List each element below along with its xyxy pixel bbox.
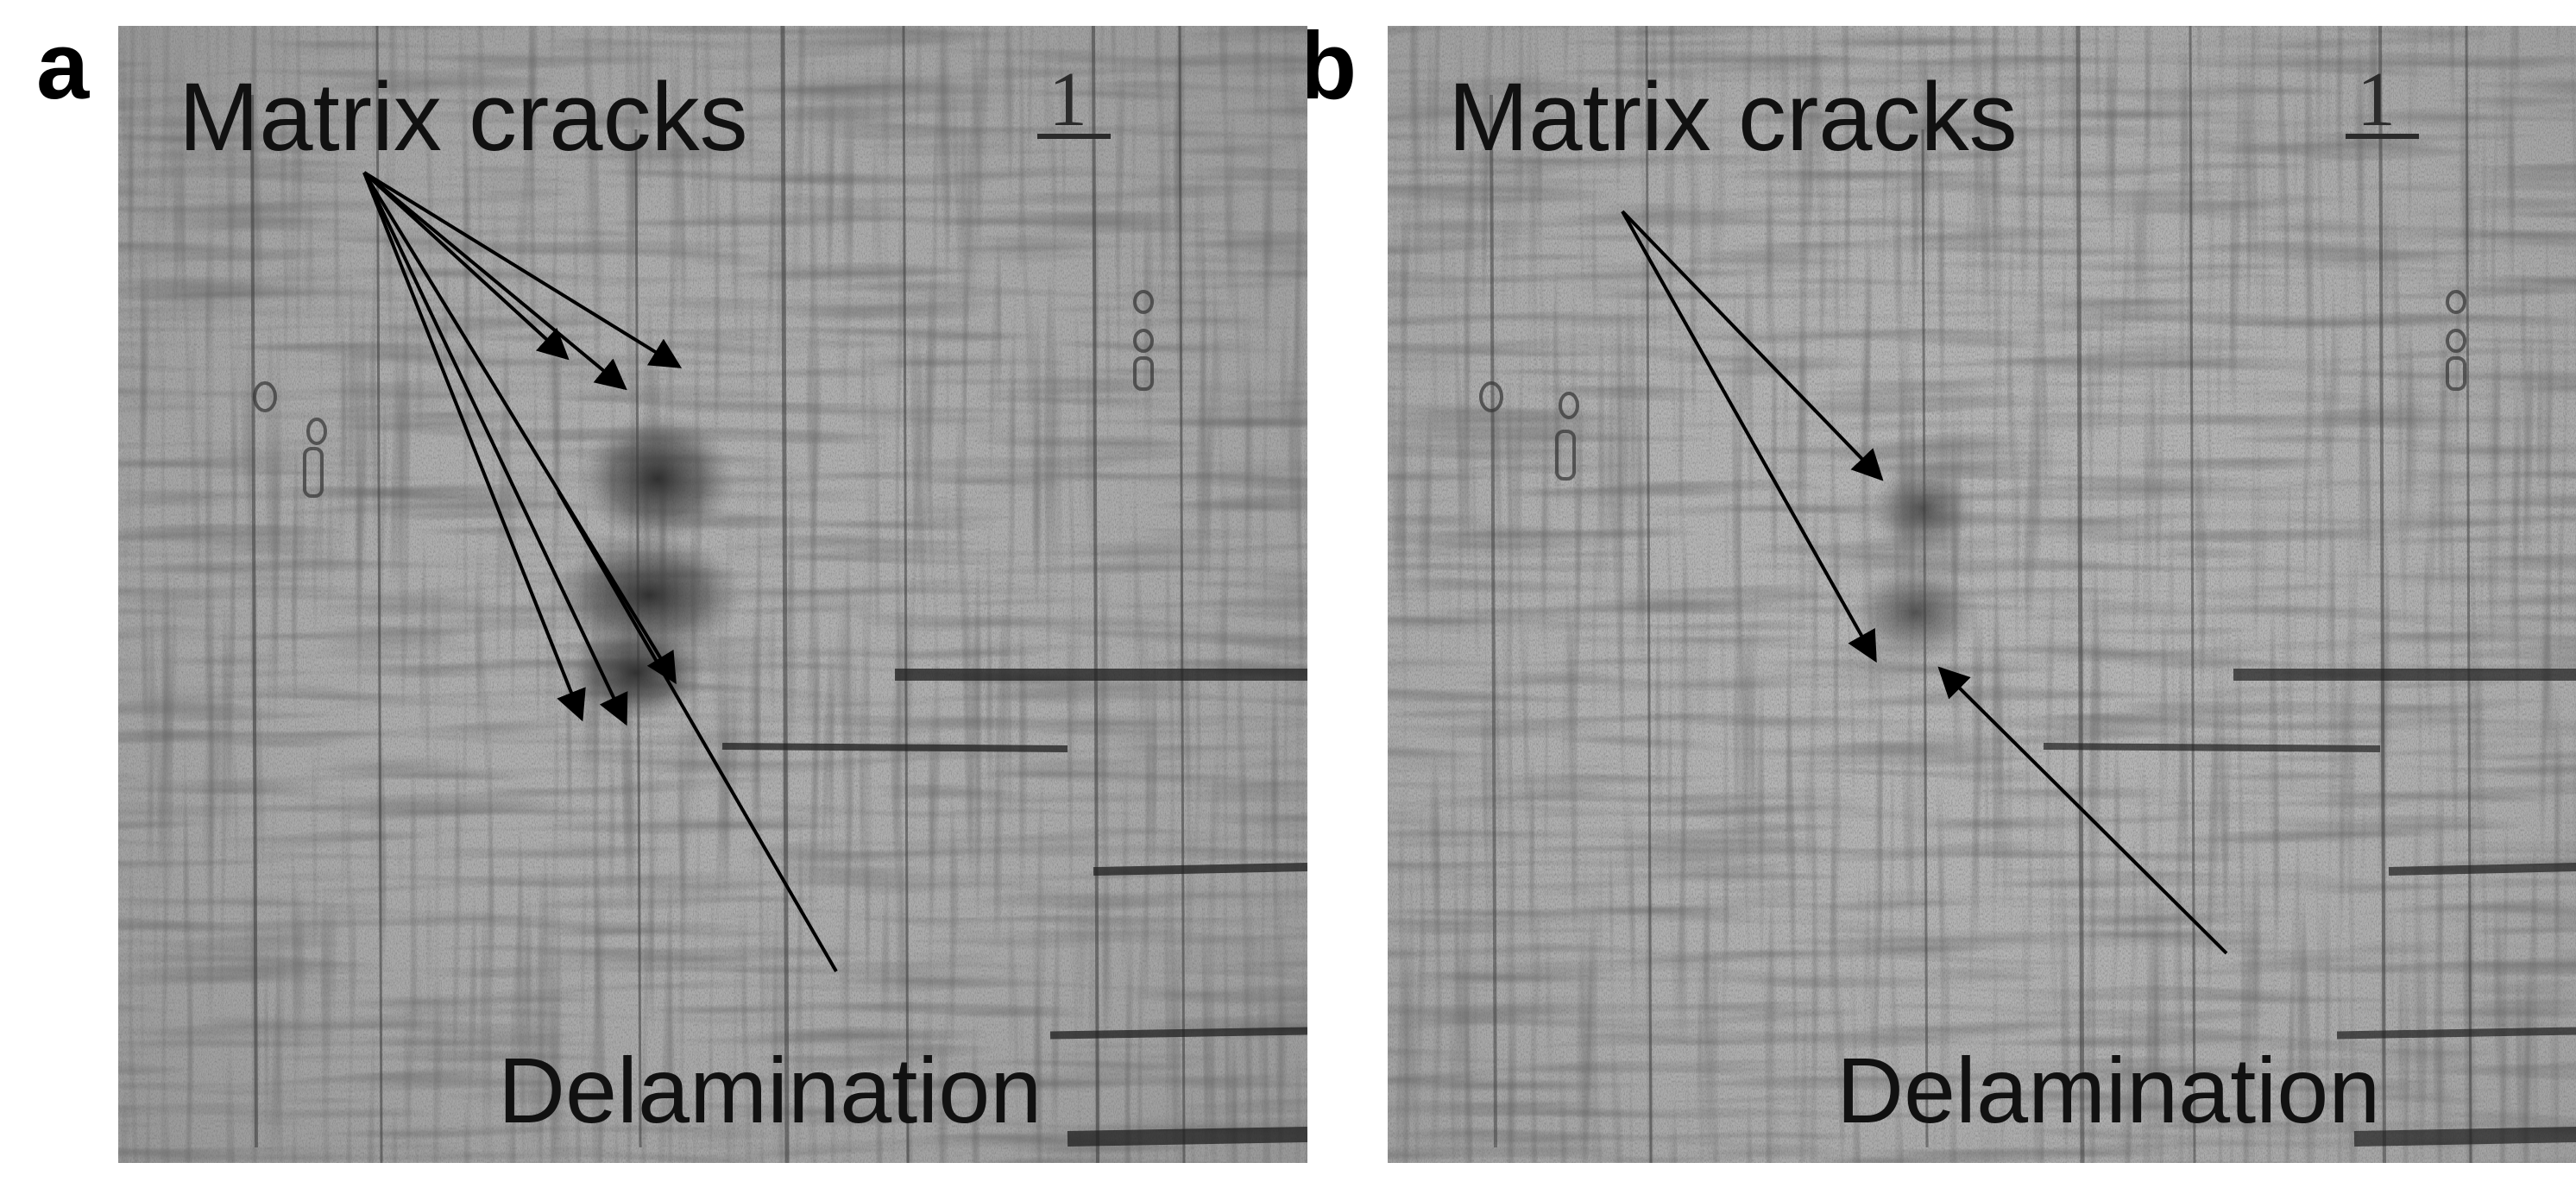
- arrow-matrix-crack-6: [362, 171, 677, 685]
- arrow-matrix-crack-2: [362, 171, 627, 391]
- arrow-matrix-crack-4: [362, 172, 586, 722]
- arrow-matrix-crack-1: [362, 171, 570, 361]
- arrow-matrix-crack-1: [1621, 210, 1884, 481]
- arrow-matrix-crack-2: [1621, 211, 1877, 663]
- matrix-cracks-label-a: Matrix cracks: [179, 63, 748, 171]
- panel-letter-b: b: [1299, 13, 1357, 119]
- matrix-cracks-label-b: Matrix cracks: [1448, 63, 2018, 171]
- annotation-arrows-b: [1621, 210, 2228, 955]
- micrograph-panel-a: 1 Matrix cracks Delamination: [118, 26, 1307, 1163]
- arrow-delamination: [1937, 666, 2228, 955]
- scale-mark-a: 1: [1049, 57, 1087, 142]
- arrow-delamination: [557, 490, 838, 973]
- scale-mark-b: 1: [2357, 57, 2396, 142]
- annotation-arrows-a: [362, 171, 838, 973]
- arrow-matrix-crack-3: [362, 171, 683, 368]
- micrograph-image-b: 1: [1388, 26, 2576, 1163]
- micrograph-panel-b: 1 Matrix cracks Delamination: [1388, 26, 2576, 1163]
- panel-letter-a: a: [36, 13, 90, 119]
- delamination-label-b: Delamination: [1836, 1038, 2381, 1142]
- micrograph-image-a: 1: [118, 26, 1307, 1163]
- arrow-matrix-crack-5: [362, 172, 628, 726]
- delamination-label-a: Delamination: [498, 1038, 1042, 1142]
